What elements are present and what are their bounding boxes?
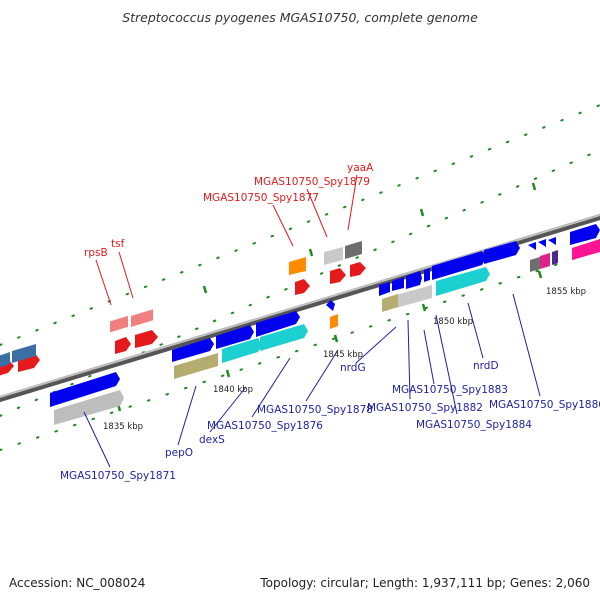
label-nrdD: nrdD (473, 360, 499, 372)
tick-label-1835: 1835 kbp (103, 422, 143, 432)
gene-features-pink (110, 309, 153, 333)
label-tsf: tsf (111, 238, 125, 250)
inner-ruler-bottom (0, 249, 600, 451)
outer-ruler (0, 149, 600, 417)
genome-stats: Topology: circular; Length: 1,937,111 bp… (260, 576, 590, 590)
red-leader-lines (95, 174, 358, 306)
tick-label-1850: 1850 kbp (433, 317, 473, 327)
label-spy1876: MGAS10750_Spy1876 (207, 420, 323, 432)
label-spy1884: MGAS10750_Spy1884 (416, 419, 532, 431)
gene-features-steelblue (0, 344, 36, 368)
label-spy1877: MGAS10750_Spy1877 (203, 192, 319, 204)
gene-features-red (0, 262, 366, 376)
accession-info: Accession: NC_008024 (9, 576, 146, 590)
label-spy1878: MGAS10750_Spy1878 (257, 404, 373, 416)
genome-backbone (0, 213, 600, 403)
label-spy1882: MGAS10750_Spy1882 (367, 402, 483, 414)
gene-features-olive (174, 294, 398, 379)
label-yaaA: yaaA (347, 162, 374, 174)
tick-label-1840: 1840 kbp (213, 385, 253, 395)
label-nrdG: nrdG (340, 362, 366, 374)
label-spy1879: MGAS10750_Spy1879 (254, 176, 370, 188)
gene-features-magenta (540, 239, 600, 269)
label-spy1886: MGAS10750_Spy1886 (489, 399, 600, 411)
gene-features-orange (289, 257, 338, 329)
tick-label-1845: 1845 kbp (323, 350, 363, 360)
label-pepO: pepO (165, 447, 193, 459)
label-rpsB: rpsB (84, 247, 108, 259)
gene-features-cyan (222, 267, 490, 363)
map-title: Streptococcus pyogenes MGAS10750, comple… (122, 10, 478, 25)
gene-features-blue (50, 224, 600, 407)
blue-leader-lines (83, 293, 541, 468)
gene-features-gray (54, 241, 540, 425)
label-spy1883: MGAS10750_Spy1883 (392, 384, 508, 396)
tick-label-1855: 1855 kbp (546, 287, 586, 297)
label-dexS: dexS (199, 434, 225, 446)
label-spy1871: MGAS10750_Spy1871 (60, 470, 176, 482)
